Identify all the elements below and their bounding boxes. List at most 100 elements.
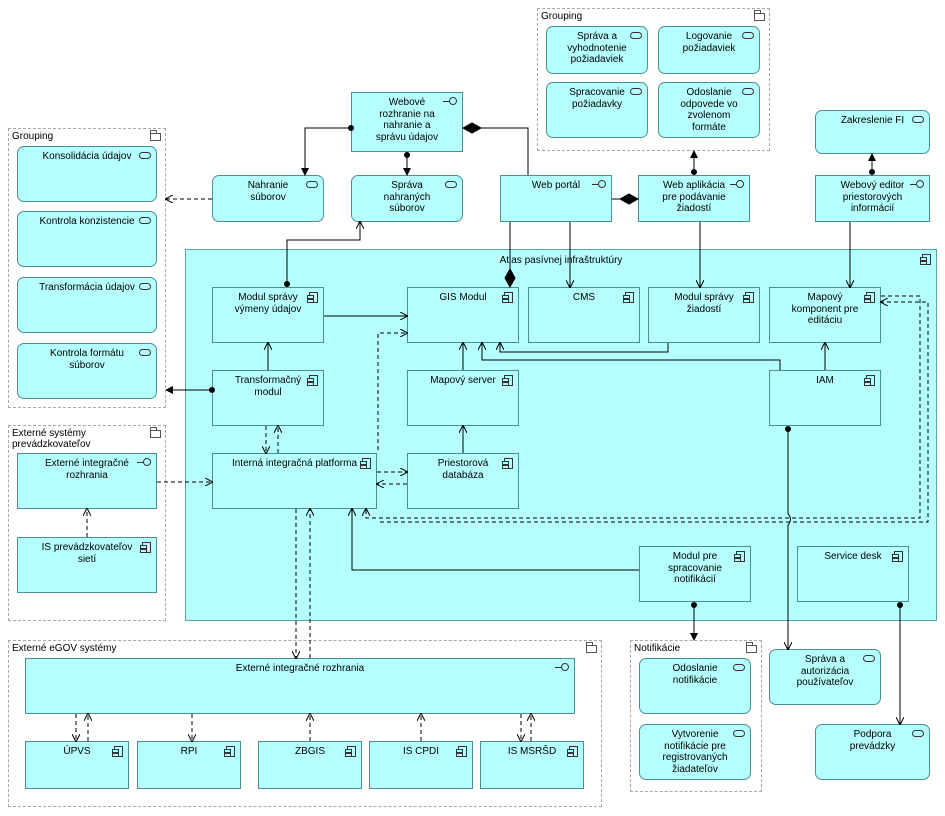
label: Zakreslenie FI [840, 115, 905, 126]
is-msrsd[interactable]: IS MSRŠD [480, 741, 584, 789]
component-icon [360, 458, 371, 469]
dot-editor-top [869, 169, 875, 175]
label: IS CPDI [402, 746, 440, 757]
dot-transf [209, 387, 215, 393]
component-icon [567, 746, 578, 757]
label: CMS [572, 292, 596, 303]
component-icon [307, 375, 318, 386]
iam[interactable]: IAM [769, 370, 881, 426]
atlas-title: Atlas pasívnej infraštruktúry [499, 255, 623, 266]
dot-webrozh-bottom [404, 152, 410, 158]
interface-icon [910, 180, 924, 189]
dot-vymeny [284, 281, 290, 287]
folder-icon [586, 642, 597, 653]
service-icon [139, 152, 151, 159]
interface-icon [443, 97, 457, 106]
label: Webový editor priestorových informácií [840, 180, 905, 214]
label: Modul správy výmeny údajov [234, 292, 302, 315]
label: Konsolidácia údajov [42, 151, 132, 162]
dot-webapp-top [691, 169, 697, 175]
label: Podpora prevádzky [849, 729, 896, 752]
dot-webrozh-left [348, 125, 354, 131]
edge-webrozh-nahranie [301, 127, 351, 176]
web-aplikacia[interactable]: Web aplikácia pre podávanie žiadostí [638, 175, 750, 222]
service-icon [139, 217, 151, 224]
odoslanie-odpovede[interactable]: Odoslanie odpovede vo zvolenom formáte [658, 82, 760, 138]
component-icon [140, 542, 151, 553]
label: Logovanie požiadaviek [682, 31, 736, 54]
label: Modul pre spracovanie notifikácií [668, 551, 722, 585]
service-desk[interactable]: Service desk [797, 546, 909, 602]
crossing-jump [787, 513, 791, 526]
logovanie-poziadaviek[interactable]: Logovanie požiadaviek [658, 26, 760, 74]
service-icon [742, 32, 754, 39]
transformacny-modul[interactable]: Transformačný modul [212, 370, 324, 426]
label: RPI [180, 746, 198, 757]
mapovy-server[interactable]: Mapový server [407, 370, 519, 426]
zakreslenie-fi[interactable]: Zakreslenie FI [815, 110, 930, 154]
is-prevadzkovatelov[interactable]: IS prevádzkovateľov sietí [17, 537, 157, 593]
label: ZBGIS [294, 746, 325, 757]
component-icon [623, 292, 634, 303]
service-icon [445, 181, 457, 188]
label: Web portál [531, 180, 581, 191]
modul-vymeny-udajov[interactable]: Modul správy výmeny údajov [212, 287, 324, 343]
component-icon [345, 746, 356, 757]
web-portal[interactable]: Web portál [500, 175, 612, 222]
label: Externé integračné rozhrania [45, 458, 129, 481]
component-icon [864, 292, 875, 303]
component-icon [892, 551, 903, 562]
modul-spravy-ziadosti[interactable]: Modul správy žiadostí [648, 287, 760, 343]
podpora-prevadzky[interactable]: Podpora prevádzky [815, 724, 930, 780]
transformacia-udajov[interactable]: Transformácia údajov [17, 277, 157, 333]
label: Odoslanie odpovede vo zvolenom formáte [680, 87, 738, 133]
diamond-webapp [618, 193, 640, 205]
group-top-label: Grouping [541, 11, 583, 22]
service-icon [863, 655, 875, 662]
webove-rozhranie[interactable]: Webové rozhranie na nahranie a správu úd… [351, 92, 463, 152]
label: Interná integračná platforma [231, 458, 358, 469]
service-icon [306, 181, 318, 188]
label: Správa nahraných súborov [383, 180, 431, 214]
sprava-nahranych-suborov[interactable]: Správa nahraných súborov [351, 175, 463, 222]
is-cpdi[interactable]: IS CPDI [369, 741, 473, 789]
component-icon [502, 458, 513, 469]
kontrola-konzistencie[interactable]: Kontrola konzistencie [17, 211, 157, 267]
upvs[interactable]: ÚPVS [25, 741, 129, 789]
zbgis[interactable]: ZBGIS [258, 741, 362, 789]
sprava-autorizacia[interactable]: Správa a autorizácia používateľov [769, 649, 881, 705]
component-icon [224, 746, 235, 757]
kontrola-formatu-suborov[interactable]: Kontrola formátu súborov [17, 343, 157, 399]
gis-modul[interactable]: GIS Modul [407, 287, 519, 343]
spracovanie-poziadavky[interactable]: Spracovanie požiadavky [546, 82, 648, 138]
externe-integracne-rozhrania-egov[interactable]: Externé integračné rozhrania [25, 658, 575, 714]
odoslanie-notifikacie[interactable]: Odoslanie notifikácie [639, 658, 751, 714]
group-prev-label: Externé systémy prevádzkovateľov [12, 428, 91, 450]
edge-notif-interna [352, 509, 639, 571]
edge-mapovy-interna-2 [380, 302, 929, 523]
label: Kontrola formátu súborov [50, 348, 124, 371]
sprava-vyhodnotenie-poziadaviek[interactable]: Správa a vyhodnotenie požiadaviek [546, 26, 648, 74]
edge-iam-gis [482, 343, 781, 370]
label: Web aplikácia pre podávanie žiadostí [662, 180, 726, 214]
component-icon [920, 254, 931, 265]
interna-integracna-platforma[interactable]: Interná integračná platforma [212, 453, 377, 509]
service-icon [912, 730, 924, 737]
component-icon [456, 746, 467, 757]
rpi[interactable]: RPI [137, 741, 241, 789]
nahranie-suborov[interactable]: Nahranie súborov [212, 175, 324, 222]
service-icon [733, 664, 745, 671]
interface-icon [555, 663, 569, 672]
interface-icon [592, 180, 606, 189]
label: Service desk [824, 551, 882, 562]
label: GIS Modul [439, 292, 487, 303]
component-icon [743, 292, 754, 303]
webovy-editor[interactable]: Webový editor priestorových informácií [815, 175, 930, 222]
cms[interactable]: CMS [528, 287, 640, 343]
konsolidacia-udajov[interactable]: Konsolidácia údajov [17, 146, 157, 202]
priestorova-databaza[interactable]: Priestorová databáza [407, 453, 519, 509]
vytvorenie-notifikacie[interactable]: Vytvorenie notifikácie pre registrovanýc… [639, 724, 751, 780]
modul-spracovanie-notifikacii[interactable]: Modul pre spracovanie notifikácií [639, 546, 751, 602]
folder-icon [754, 10, 765, 21]
service-icon [139, 349, 151, 356]
